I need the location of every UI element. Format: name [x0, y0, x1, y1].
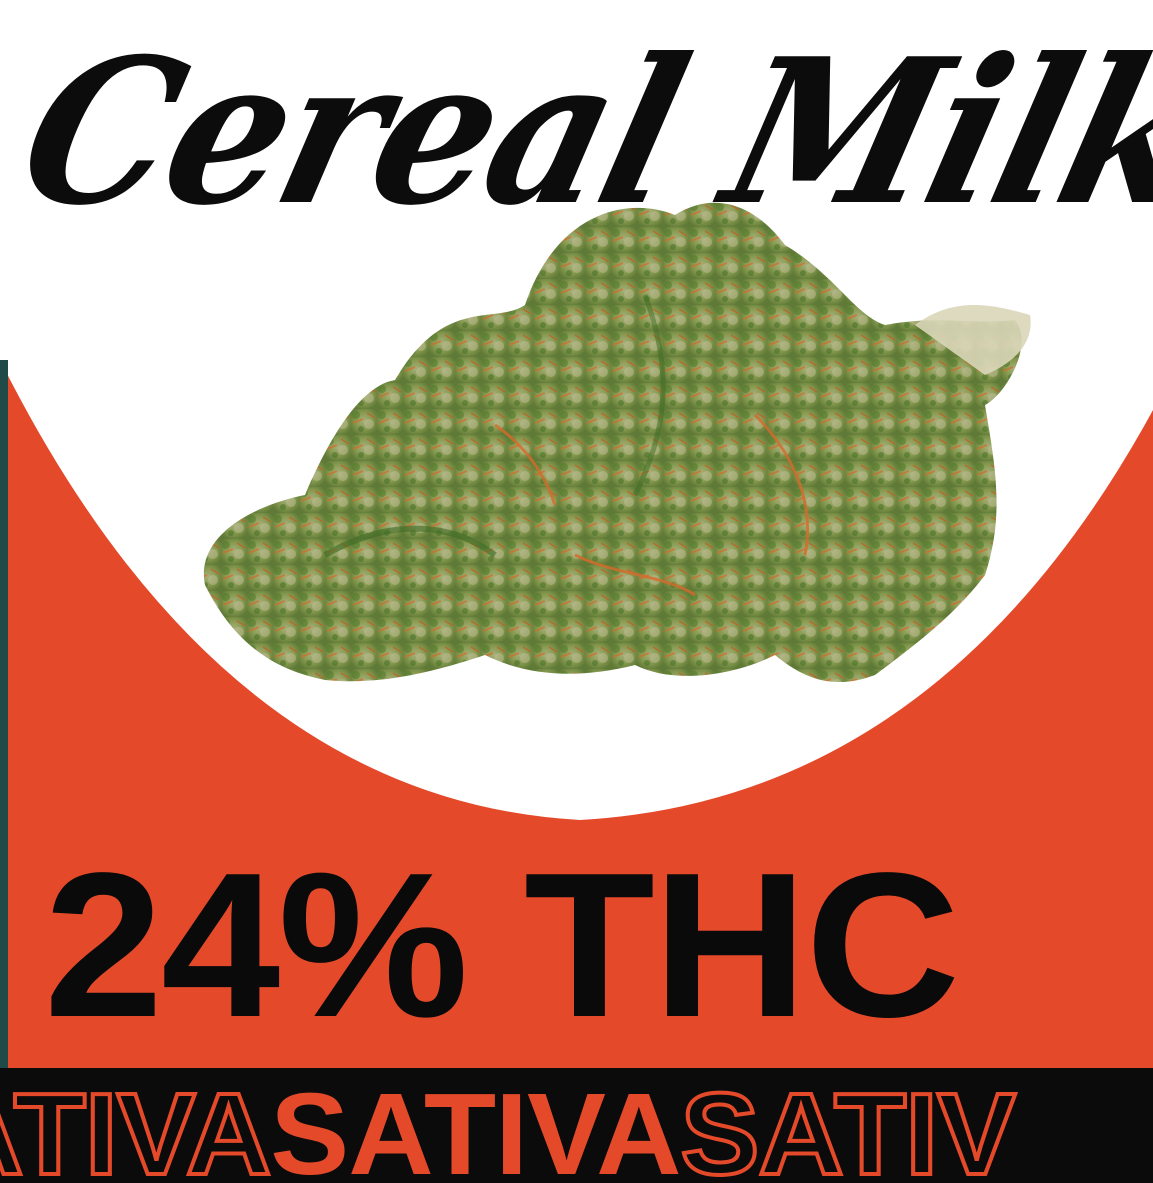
cannabis-bud-image — [203, 202, 1031, 683]
strain-type-outline-left: ATIVA — [0, 1068, 273, 1183]
strain-type-band-text: ATIVASATIVASATIV — [0, 1068, 1018, 1183]
strain-type-outline-right: SATIV — [678, 1068, 1018, 1183]
strain-type-solid: SATIVA — [270, 1069, 681, 1183]
thc-potency: 24% THC — [44, 830, 960, 1060]
strain-type-band: ATIVASATIVASATIV — [0, 1068, 1153, 1183]
left-edge-stripe — [0, 360, 8, 1183]
